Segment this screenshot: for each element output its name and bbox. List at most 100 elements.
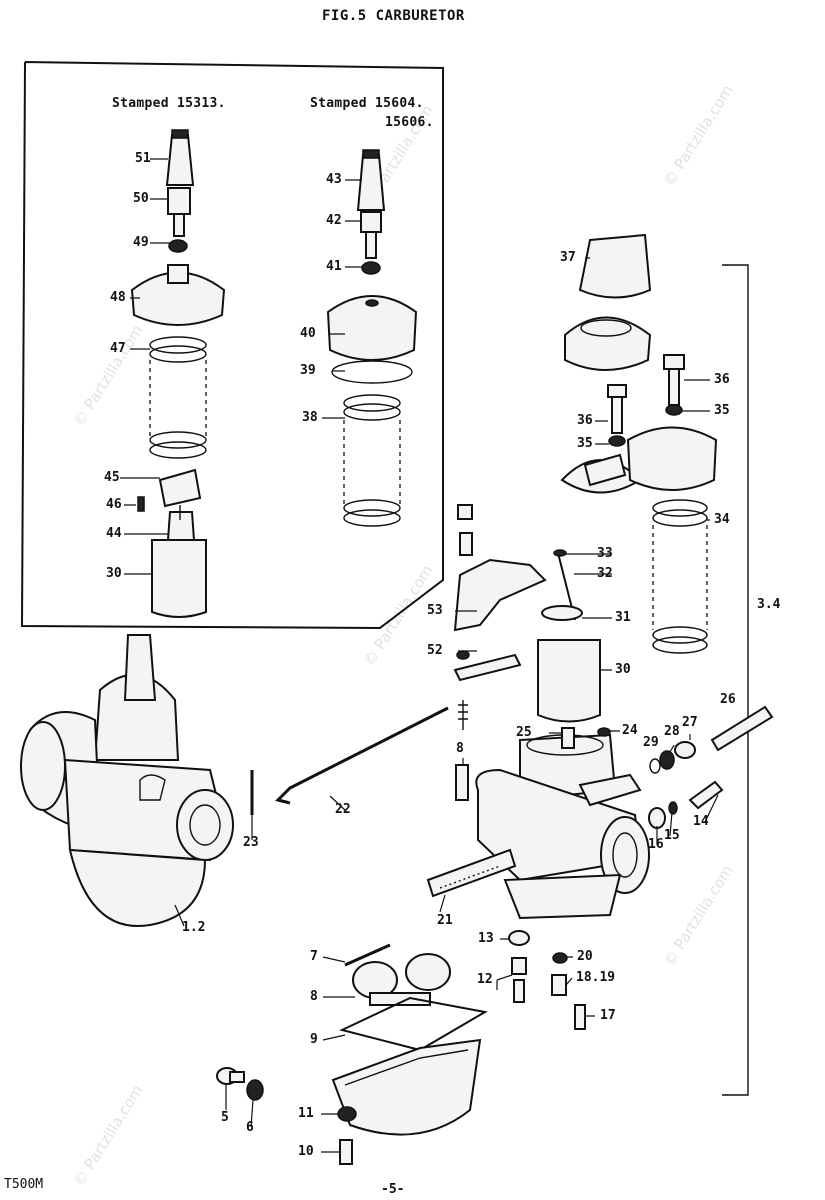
- carburetor-body-left: [20, 634, 234, 928]
- callout-27: 27: [682, 715, 698, 730]
- callout-53: 53: [427, 603, 443, 618]
- callout-20: 20: [577, 949, 593, 964]
- part-8-float: [352, 953, 451, 1006]
- callout-1-2: 1.2: [182, 920, 206, 935]
- part-14-screw: [688, 780, 724, 810]
- part-13-jet: [508, 930, 530, 946]
- part-38-spring: [343, 394, 401, 527]
- part-42-adjuster: [360, 211, 382, 259]
- callout-37: 37: [560, 250, 576, 265]
- part-41-nut: [361, 261, 381, 275]
- part-45-plate: [158, 468, 202, 508]
- part-16-spring: [648, 807, 666, 829]
- part-17-jet: [574, 1004, 586, 1030]
- callout-35-a: 35: [714, 403, 730, 418]
- callout-25: 25: [516, 725, 532, 740]
- part-10-screw: [339, 1139, 353, 1165]
- part-18-19-jet: [551, 974, 567, 996]
- part-26-screw: [710, 705, 774, 752]
- part-base-plate: [560, 453, 642, 494]
- callout-15: 15: [664, 828, 680, 843]
- callout-51: 51: [135, 151, 151, 166]
- callout-28: 28: [664, 724, 680, 739]
- callout-40: 40: [300, 326, 316, 341]
- part-43-cap: [356, 149, 386, 211]
- callout-47: 47: [110, 341, 126, 356]
- part-40-top: [326, 295, 418, 361]
- part-36-screw-b: [607, 384, 627, 434]
- page-number: -5-: [381, 1182, 405, 1197]
- callout-32: 32: [597, 566, 613, 581]
- callout-48: 48: [110, 290, 126, 305]
- callout-44: 44: [106, 526, 122, 541]
- part-27-spring: [674, 741, 696, 759]
- callout-41: 41: [326, 259, 342, 274]
- part-30-slide-b: [537, 639, 601, 723]
- callout-52: 52: [427, 643, 443, 658]
- callout-35-b: 35: [577, 436, 593, 451]
- part-34-spring: [652, 499, 708, 654]
- callout-26: 26: [720, 692, 736, 707]
- callout-6: 6: [246, 1120, 254, 1135]
- part-37-cap: [578, 233, 652, 299]
- part-31-clip: [541, 605, 583, 621]
- callout-42: 42: [326, 213, 342, 228]
- callout-18-19: 18.19: [576, 970, 616, 985]
- variant-b-label: Stamped 15604.: [310, 96, 424, 111]
- callout-49: 49: [133, 235, 149, 250]
- part-24-screw: [597, 727, 611, 737]
- part-22-rod: [275, 706, 449, 805]
- callout-29: 29: [643, 735, 659, 750]
- part-30-slide-a: [151, 539, 207, 618]
- part-50-adjuster: [167, 187, 191, 237]
- callout-14: 14: [693, 814, 709, 829]
- callout-11: 11: [298, 1106, 314, 1121]
- callout-22: 22: [335, 802, 351, 817]
- part-5-screw: [216, 1067, 245, 1085]
- callout-13: 13: [478, 931, 494, 946]
- callout-31: 31: [615, 610, 631, 625]
- callout-5: 5: [221, 1110, 229, 1125]
- part-47-spring: [149, 336, 207, 459]
- callout-10: 10: [298, 1144, 314, 1159]
- part-49-nut: [168, 239, 188, 253]
- part-7-pin: [344, 943, 391, 967]
- part-6-washer: [246, 1079, 264, 1101]
- carburetor-body-right: [475, 727, 650, 920]
- callout-36-a: 36: [714, 372, 730, 387]
- part-46-clip: [137, 496, 145, 512]
- callout-38: 38: [302, 410, 318, 425]
- callout-16: 16: [648, 837, 664, 852]
- callout-23: 23: [243, 835, 259, 850]
- part-52-washer: [456, 650, 470, 660]
- part-15-washer: [668, 801, 678, 815]
- callout-36-b: 36: [577, 413, 593, 428]
- part-35-nut-a: [665, 404, 683, 416]
- callout-12: 12: [477, 972, 493, 987]
- callout-9: 9: [310, 1032, 318, 1047]
- callout-30-inset: 30: [106, 566, 122, 581]
- page-title: FIG.5 CARBURETOR: [322, 8, 465, 24]
- part-44-needle: [166, 505, 196, 541]
- callout-21: 21: [437, 913, 453, 928]
- part-51-cap: [165, 129, 195, 186]
- part-lever-plate: [453, 653, 522, 682]
- variant-b-label-2: 15606.: [385, 115, 434, 130]
- part-9-gasket: [339, 996, 488, 1052]
- part-28-washer: [659, 750, 675, 770]
- part-39-gasket: [331, 360, 413, 384]
- part-11-washer: [337, 1106, 357, 1122]
- callout-45: 45: [104, 470, 120, 485]
- variant-a-label: Stamped 15313.: [112, 96, 226, 111]
- callout-34: 34: [714, 512, 730, 527]
- float-bowl: [331, 1038, 482, 1136]
- callout-43: 43: [326, 172, 342, 187]
- callout-7: 7: [310, 949, 318, 964]
- part-48-top: [130, 264, 226, 326]
- part-top-ring: [564, 316, 652, 371]
- callout-33: 33: [597, 546, 613, 561]
- callout-24: 24: [622, 723, 638, 738]
- part-lever-pin: [457, 504, 473, 556]
- part-20-washer: [552, 952, 568, 964]
